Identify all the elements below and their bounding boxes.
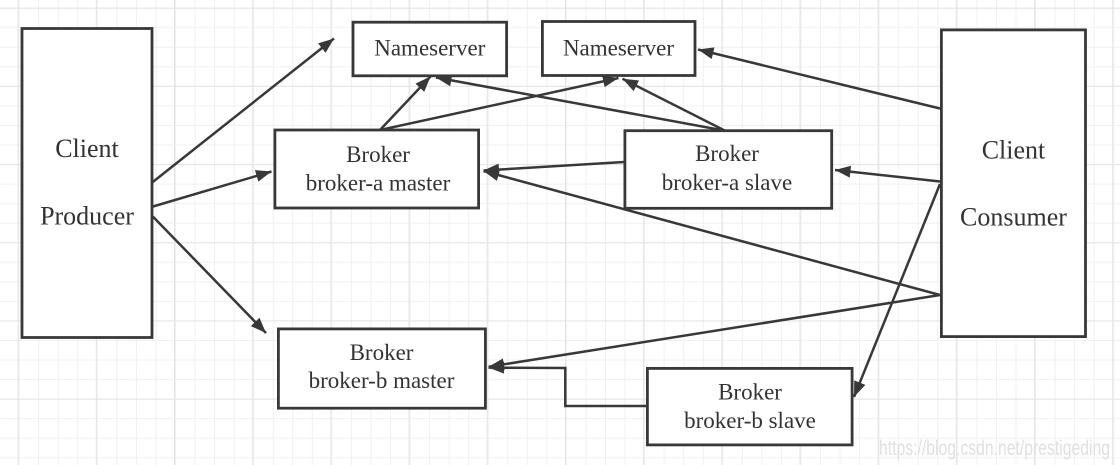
svg-text:broker-a slave: broker-a slave [662,170,792,195]
svg-text:Consumer: Consumer [960,203,1067,232]
svg-text:Nameserver: Nameserver [563,36,674,61]
svg-text:Producer: Producer [40,202,134,231]
svg-text:Broker: Broker [695,141,759,166]
svg-text:broker-b slave: broker-b slave [684,408,816,433]
svg-text:broker-a master: broker-a master [306,171,451,196]
svg-text:Broker: Broker [350,340,414,365]
svg-text:broker-b master: broker-b master [309,368,455,393]
svg-text:Broker: Broker [718,380,782,405]
svg-text:Client: Client [982,136,1046,165]
svg-text:https://blog.csdn.net/prestige: https://blog.csdn.net/prestigeding [879,437,1110,460]
svg-text:Nameserver: Nameserver [374,36,485,61]
svg-text:Broker: Broker [346,142,410,167]
svg-text:Client: Client [55,134,119,163]
